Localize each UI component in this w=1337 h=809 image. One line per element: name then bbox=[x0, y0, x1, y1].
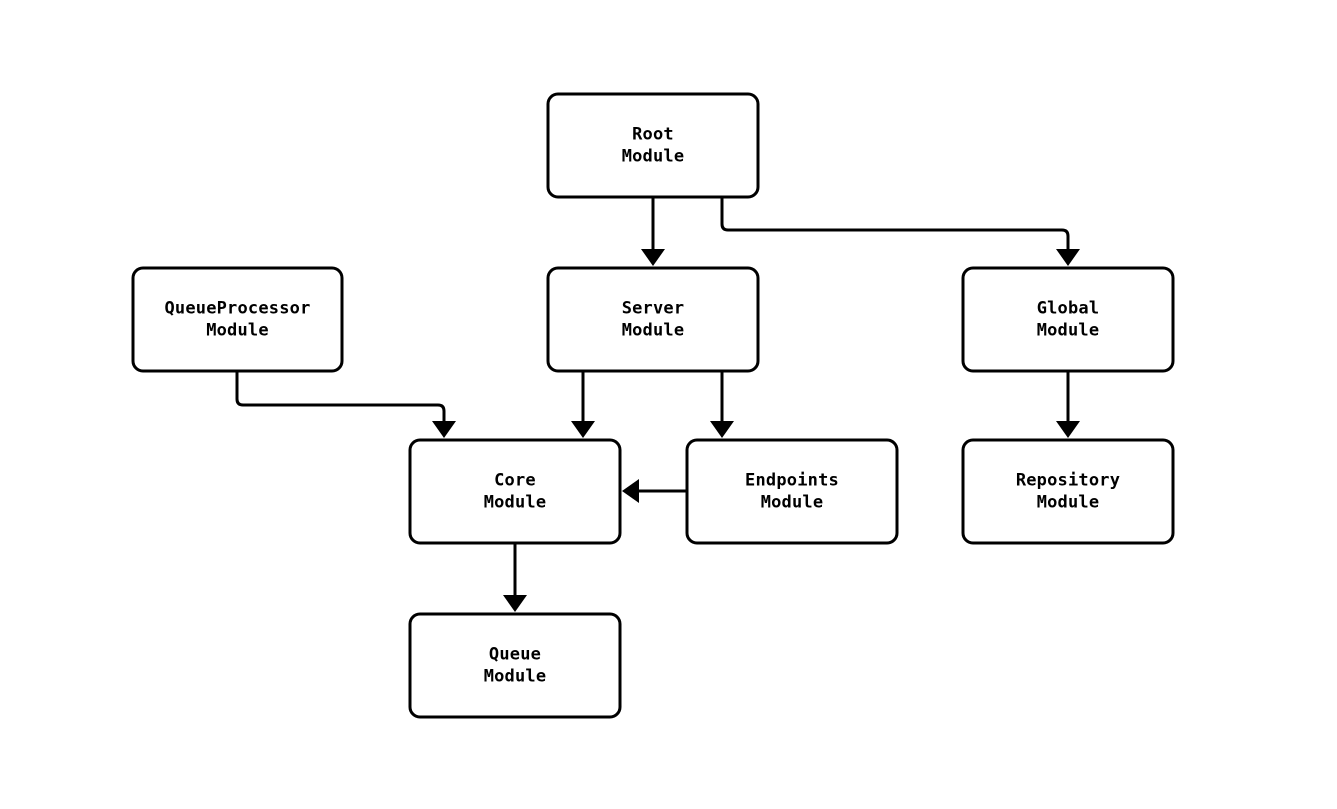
node-label-line2: Module bbox=[484, 493, 547, 513]
node-label-line2: Module bbox=[622, 147, 685, 167]
node-label-line2: Module bbox=[1037, 493, 1100, 513]
arrow-head-icon bbox=[432, 421, 456, 438]
node-label-line2: Module bbox=[484, 667, 547, 687]
node-box[interactable] bbox=[961, 438, 1175, 545]
edge-global-to-repository bbox=[1056, 371, 1080, 438]
edge-root-to-global bbox=[720, 197, 1080, 266]
arrow-head-icon bbox=[710, 421, 734, 438]
nodes-layer: RootModuleQueueProcessorModuleServerModu… bbox=[131, 92, 1175, 719]
arrow-head-icon bbox=[622, 479, 639, 503]
edge-server-to-core bbox=[571, 371, 595, 438]
edge-line bbox=[235, 371, 446, 424]
arrow-head-icon bbox=[641, 249, 665, 266]
edges-layer bbox=[235, 197, 1080, 612]
node-box[interactable] bbox=[546, 266, 760, 373]
edge-core-to-queue bbox=[503, 543, 527, 612]
node-label-line1: Repository bbox=[1016, 471, 1120, 491]
node-label-line1: Global bbox=[1037, 299, 1100, 319]
node-box[interactable] bbox=[685, 438, 899, 545]
node-box[interactable] bbox=[131, 266, 344, 373]
node-label-line1: Endpoints bbox=[745, 471, 839, 491]
node-label-line1: QueueProcessor bbox=[164, 299, 310, 319]
node-label-line2: Module bbox=[206, 321, 269, 341]
node-label-line2: Module bbox=[1037, 321, 1100, 341]
node-label-line2: Module bbox=[761, 493, 824, 513]
node-box[interactable] bbox=[546, 92, 760, 199]
node-label-line1: Server bbox=[622, 299, 685, 319]
arrow-head-icon bbox=[503, 595, 527, 612]
node-label-line1: Queue bbox=[489, 645, 541, 665]
node-box[interactable] bbox=[961, 266, 1175, 373]
node-label-line2: Module bbox=[622, 321, 685, 341]
arrow-head-icon bbox=[1056, 421, 1080, 438]
node-box[interactable] bbox=[408, 438, 622, 545]
edge-root-to-server bbox=[641, 197, 665, 266]
edge-queueprocessor-to-core bbox=[235, 371, 456, 438]
node-box[interactable] bbox=[408, 612, 622, 719]
arrow-head-icon bbox=[571, 421, 595, 438]
edge-endpoints-to-core bbox=[622, 479, 687, 503]
arrow-head-icon bbox=[1056, 249, 1080, 266]
node-label-line1: Core bbox=[494, 471, 536, 491]
node-label-line1: Root bbox=[632, 125, 674, 145]
edge-line bbox=[720, 197, 1070, 252]
edge-server-to-endpoints bbox=[710, 371, 734, 438]
